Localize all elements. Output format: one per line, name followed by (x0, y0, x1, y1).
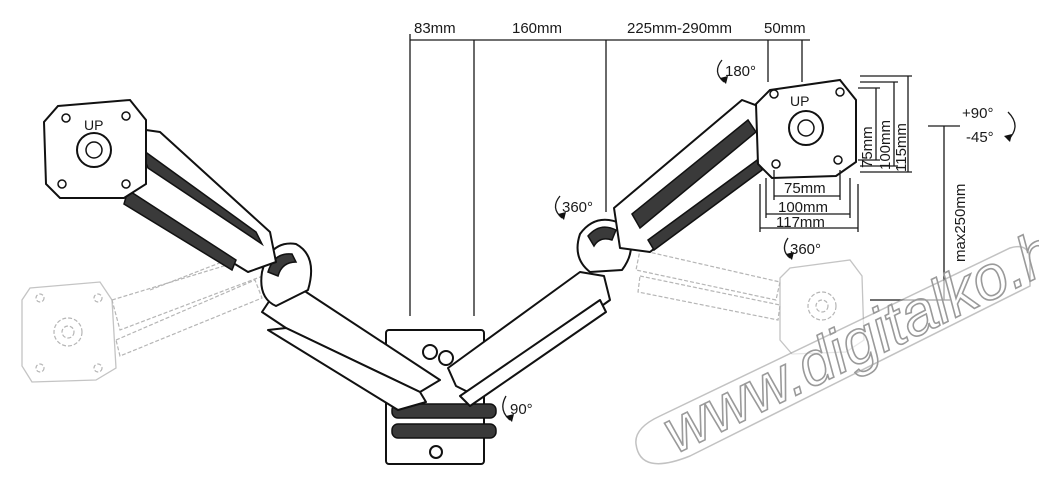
top-dimension-lines (409, 34, 810, 316)
watermark: www.digitalko.hu (635, 201, 1039, 467)
left-vesa-plate: UP (42, 98, 147, 199)
left-plate-up-mark: UP (84, 117, 103, 133)
rotation-arrow-360-center (554, 195, 566, 220)
vesa-v-115mm: 115mm (893, 123, 910, 172)
rotation-90-label: 90° (510, 401, 533, 418)
tilt-arrow (1004, 111, 1016, 142)
vesa-h-75mm: 75mm (784, 180, 826, 197)
dim-160mm: 160mm (512, 20, 562, 37)
rotation-arrow-360-plate (783, 237, 794, 260)
ghost-left-position (21, 254, 270, 383)
left-arm (121, 127, 441, 411)
dim-225-290mm: 225mm-290mm (627, 20, 732, 37)
vesa-v-100mm: 100mm (877, 120, 894, 170)
tilt-down-label: -45° (966, 129, 994, 146)
max-250mm-label: max250mm (952, 184, 969, 262)
right-plate-up-mark: UP (790, 93, 809, 109)
tilt-up-label: +90° (962, 105, 993, 122)
rotation-180-label: 180° (725, 63, 756, 80)
vesa-v-75mm: 75mm (859, 126, 876, 168)
rotation-360-center-label: 360° (562, 199, 593, 216)
vesa-dimension-lines (759, 75, 912, 232)
rotation-arrow-90 (502, 395, 514, 422)
right-vesa-plate: UP (754, 78, 857, 180)
rotation-arrow-180 (716, 59, 728, 84)
rotation-360-plate-label: 360° (790, 241, 821, 258)
dim-50mm: 50mm (764, 20, 806, 37)
dim-83mm: 83mm (414, 20, 456, 37)
vesa-h-100mm: 100mm (778, 199, 828, 216)
watermark-text: www.digitalko.hu (652, 202, 1039, 466)
vesa-h-117mm: 117mm (776, 214, 825, 231)
right-arm (447, 99, 777, 407)
